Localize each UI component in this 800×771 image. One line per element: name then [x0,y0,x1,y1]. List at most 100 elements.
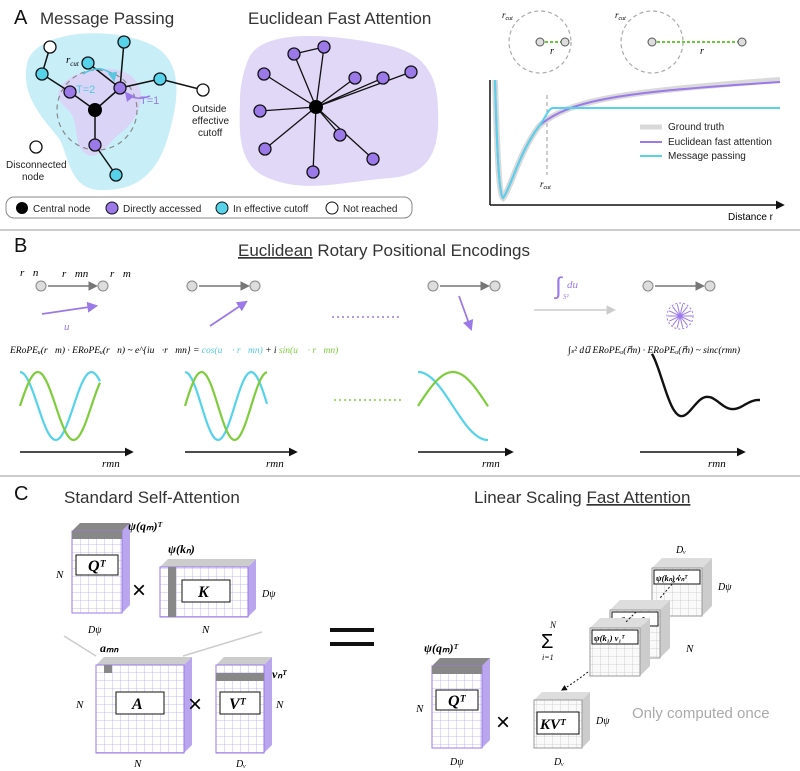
kv-top-face [534,692,590,700]
plot-rcut-label: rcut [540,179,551,191]
a-top-face [96,657,192,665]
legend-effective-icon [215,201,229,215]
legend-mp: Message passing [668,151,746,162]
integral-du: du⃗ [567,279,587,291]
t2-arrow [82,68,118,82]
legend-efa: Euclidean fast attention [668,137,772,148]
node-m [97,280,109,292]
direction-ray [672,306,681,317]
sphere-directions [666,302,694,330]
potential-plot: rcut r rcut r rcut Distance r Ground tru… [489,10,785,223]
node-effective [35,67,49,81]
efa-node [317,40,331,54]
q2-top-face [432,658,490,666]
q2-highlight-row [432,666,482,674]
q-label: Qᵀ [88,558,107,575]
node-n [35,280,47,292]
stack-side-n [702,558,712,616]
efa-node [253,104,267,118]
integral-s2: S² [563,293,570,301]
kv-dv-label: Dᵥ [553,757,564,768]
stack-side-1 [640,618,650,676]
sum-arrow [560,671,589,691]
q-highlight-row [72,531,122,539]
q-side-face [122,523,130,613]
node-n [427,280,439,292]
u-arrow-1 [41,301,99,315]
panel-b-title: Euclidean Rotary Positional Encodings [238,241,530,260]
legend-central: Central node [33,204,91,215]
q-matrix-right: Qᵀ ψ(qₘ)ᵀ N Dψ [415,641,490,768]
stack-label-n: ψ(kₙ) vₙᵀ [656,573,688,583]
connector-right [182,631,263,657]
inset-node [535,37,545,47]
kv-label: KVᵀ [539,717,567,733]
v-label-box [219,691,261,715]
wave-axis-label: rmn [266,458,284,470]
q2-label-box [435,689,479,711]
message-passing-graph: rcut T=2 T=1 Outside effective cutoff Di… [6,33,229,191]
rn-label: r⃗n [20,267,39,279]
sinc-axis-label: rmn [708,458,726,470]
panel-b-letter: B [14,235,27,257]
efa-region [239,36,439,186]
node-effective [109,168,123,182]
v-highlight-row [216,673,264,681]
efa-edge [312,106,317,173]
u-arrow-2 [209,300,248,327]
panel-c: C Standard Self-Attention Linear Scaling… [14,483,770,770]
q2-dpsi-label: Dψ [449,757,464,768]
inset-node [737,37,747,47]
q-n-label: N [55,569,64,581]
efa-node [376,71,390,85]
legend-central-icon [16,202,28,214]
outside-cutoff-line1: Outside [192,104,227,115]
efa-node [404,65,418,79]
t1-arrow [124,91,151,102]
only-computed-once: Only computed once [632,705,770,722]
direction-ray [679,315,684,328]
u-arrow-3 [458,295,474,332]
direction-ray [679,315,692,322]
k-n-label: N [201,624,210,636]
legend-not-reached-icon [325,201,339,215]
inset-rcut-right: rcut [615,10,626,22]
direction-ray [676,304,681,317]
inset-node [647,37,657,47]
legend-direct-icon [105,201,119,215]
q-label-box [75,554,119,576]
sphere-outline [666,302,694,330]
inset-circle-left [508,10,572,74]
efa-node [287,47,301,61]
k-side-face [248,559,256,617]
node-not-reached [43,40,57,54]
a-side-face [184,657,192,753]
panel-c-letter: C [14,483,28,505]
efa-node [348,71,362,85]
a-highlight-cell [104,665,112,673]
node-not-reached [196,83,210,97]
node-direct [88,138,102,152]
panel-a-letter: A [14,7,28,29]
formula-left: ERoPEᵤ(r⃗m) · ERoPEᵤ(r⃗n) ~ e^{iu⃗·r⃗mn}… [9,345,338,356]
panel-b: B Euclidean Rotary Positional Encodings … [9,235,761,470]
direction-ray [676,315,681,328]
v-label: Vᵀ [229,696,247,713]
integral-sign: ∫ [553,273,563,300]
direction-ray [679,310,692,317]
kv-side-face [582,692,590,748]
connector-left [63,635,97,657]
kv-matrix: KVᵀ Dψ Dᵥ [533,692,610,768]
sin-wave [417,370,489,407]
efa-edge [315,77,356,108]
node-n [186,280,198,292]
q-top-face [72,523,130,531]
a-n-left: N [75,699,84,711]
k-matrix: K ψ(kₙ) Dψ N [159,542,276,636]
v-dv-label: Dᵥ [235,759,246,770]
efa-node [306,165,320,179]
psi-k-label: ψ(kₙ) [168,542,195,556]
efa-central-node [309,100,323,114]
